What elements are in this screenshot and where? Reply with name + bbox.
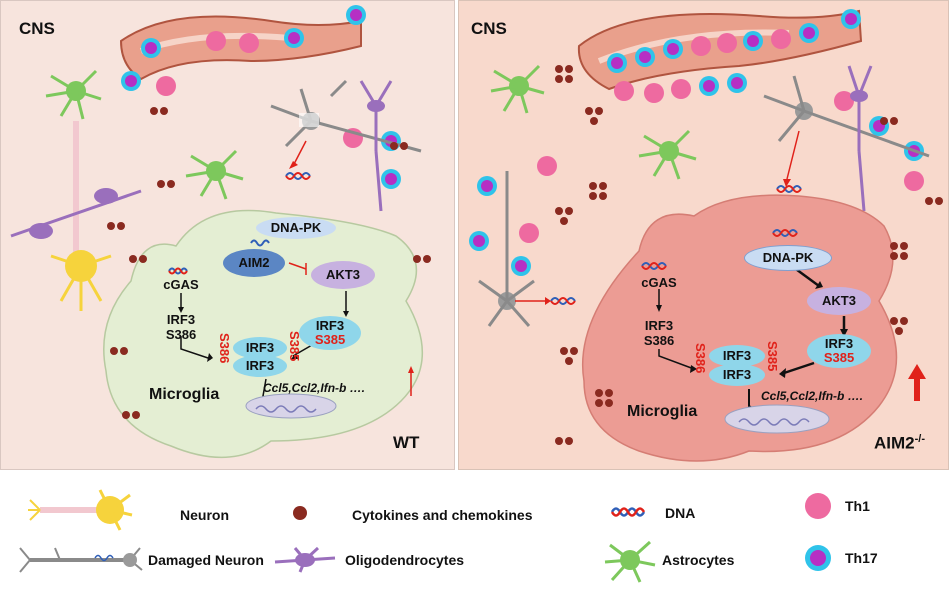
astrocyte-icon: [604, 540, 656, 583]
th1-cell: [834, 91, 854, 111]
irf3-right-label: IRF3: [824, 336, 854, 351]
th1-cell: [206, 31, 226, 51]
astrocyte: [638, 129, 697, 180]
th1-cell: [519, 223, 539, 243]
irf3-left-label: IRF3: [644, 318, 674, 333]
wt-illustration: [10, 5, 431, 459]
aim2-node: AIM2: [223, 249, 285, 277]
astrocyte: [45, 69, 102, 120]
legend-oligodendrocytes: Oligodendrocytes: [345, 552, 465, 568]
th1-cell: [717, 33, 737, 53]
wt-panel: CNS DNA-PK AIM2 AKT3 cGAS IRF3 S386 IRF3…: [0, 0, 455, 470]
cytokines: [107, 107, 431, 419]
s385-label: S385: [823, 350, 855, 365]
genotype-label: WT: [393, 433, 420, 452]
dna-icon: [610, 507, 646, 517]
th1-cell: [671, 79, 691, 99]
s385-label: S385: [314, 332, 346, 347]
t-cells: [121, 5, 401, 189]
damaged-neuron: [270, 79, 422, 153]
th1-cell: [537, 156, 557, 176]
oligodendrocyte: [847, 65, 873, 212]
irf3-dimer-top: IRF3: [233, 337, 287, 359]
dimer-s386-label: S386: [693, 343, 708, 374]
irf3-dimer-bottom: IRF3: [233, 355, 287, 377]
oligodendrocyte: [10, 188, 142, 239]
nucleus: [724, 404, 830, 434]
dna-glyph: [168, 239, 270, 275]
dimer-s385-label: S385: [287, 331, 302, 362]
aim2-ko-panel: CNS DNA-PK AKT3 cGAS IRF3 S386 IRF3 S385…: [458, 0, 949, 470]
irf3-s385-node: IRF3 S385: [299, 316, 361, 350]
irf3-right-label: IRF3: [315, 318, 345, 333]
th17-icon: [805, 545, 831, 571]
target-genes: Ccl5,Ccl2,Ifn-b ….: [761, 389, 864, 403]
damaged-neuron: [478, 171, 535, 327]
region-label: CNS: [19, 19, 55, 38]
dnapk-node: DNA-PK: [744, 245, 832, 271]
legend-damaged-neuron: Damaged Neuron: [148, 552, 264, 568]
target-genes: Ccl5,Ccl2,Ifn-b ….: [263, 381, 366, 395]
th1-cell: [691, 36, 711, 56]
ko-illustration: [469, 9, 943, 462]
dna-glyph: [550, 185, 802, 305]
th1-cell: [239, 33, 259, 53]
astrocyte: [185, 149, 244, 200]
irf3-dimer-bottom: IRF3: [709, 364, 765, 386]
region-label: CNS: [471, 19, 507, 38]
dimer-s385-label: S385: [765, 341, 780, 372]
genotype-superscript: -/-: [914, 433, 926, 445]
microglia-body: [103, 209, 424, 459]
damaged-neuron-icon: [19, 547, 143, 573]
cytokine-icon: [293, 506, 307, 520]
astrocyte: [490, 64, 545, 114]
legend-cytokines: Cytokines and chemokines: [352, 507, 533, 523]
legend-astrocytes: Astrocytes: [662, 552, 735, 568]
dimer-s386-label: S386: [217, 333, 232, 364]
legend-dna: DNA: [665, 505, 696, 521]
th1-cell: [644, 83, 664, 103]
th1-cell: [904, 171, 924, 191]
th1-cell: [156, 76, 176, 96]
th1-icon: [805, 493, 831, 519]
irf3-s385-node: IRF3 S385: [807, 334, 871, 368]
irf3-left-label: IRF3: [166, 312, 196, 327]
microglia-label: Microglia: [627, 403, 698, 420]
legend-th17: Th17: [845, 550, 878, 566]
cgas-label: cGAS: [641, 275, 677, 290]
neuron: [50, 121, 112, 311]
th1-cell: [771, 29, 791, 49]
neuron-icon: [28, 489, 133, 531]
akt3-node: AKT3: [311, 261, 375, 289]
damaged-neuron: [763, 75, 930, 158]
akt3-node: AKT3: [807, 287, 871, 315]
oligodendrocyte: [359, 80, 393, 212]
dnapk-node: DNA-PK: [256, 217, 336, 239]
legend-neuron: Neuron: [180, 507, 229, 523]
legend-icons: [19, 489, 831, 583]
genotype-label: AIM2-/-: [874, 433, 926, 453]
cytokines: [555, 65, 943, 445]
cgas-label: cGAS: [163, 277, 199, 292]
oligodendrocyte-icon: [274, 546, 336, 573]
s386-label: S386: [165, 327, 197, 342]
microglia-label: Microglia: [149, 386, 220, 403]
irf3-dimer-top: IRF3: [709, 345, 765, 367]
s386-label: S386: [643, 333, 675, 348]
th1-cell: [614, 81, 634, 101]
legend-th1: Th1: [845, 498, 870, 514]
dna-glyph: [285, 172, 311, 180]
